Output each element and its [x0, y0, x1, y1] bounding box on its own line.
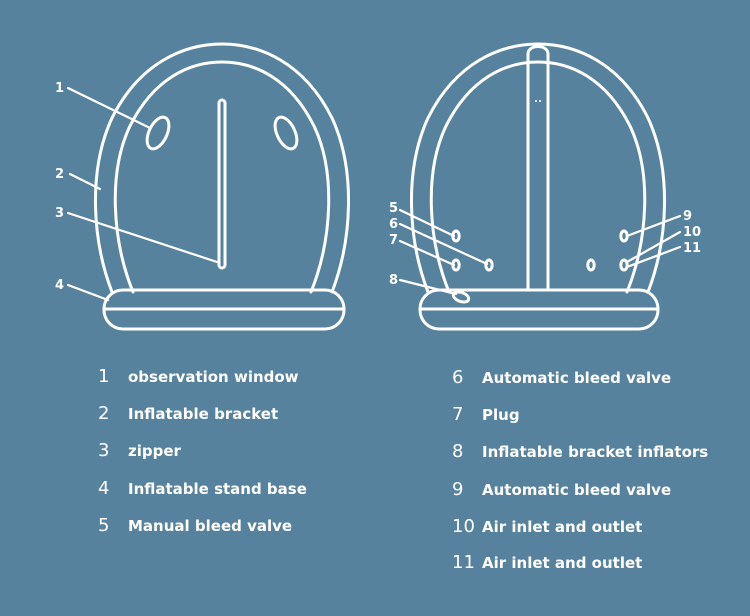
back-valve-auto-bleed-left — [484, 258, 494, 272]
legend-item-7: 7 Plug — [452, 402, 520, 426]
callout-3: 3 — [55, 206, 64, 221]
back-valve-air-inlet-1 — [586, 258, 596, 272]
back-bracket-inflator — [451, 290, 471, 304]
legend-label: Inflatable bracket — [128, 404, 279, 423]
front-view — [94, 42, 350, 331]
legend-label: Manual bleed valve — [128, 516, 293, 535]
legend-number: 1 — [98, 365, 110, 387]
callout-8: 8 — [389, 273, 398, 288]
legend-number: 10 — [452, 515, 475, 537]
callout-2: 2 — [55, 167, 64, 182]
front-outer-bracket — [94, 42, 350, 294]
legend-item-9: 9 Automatic bleed valve — [452, 477, 671, 501]
legend-number: 2 — [98, 402, 110, 424]
legend-item-10: 10 Air inlet and outlet — [452, 514, 642, 538]
legend-label: observation window — [128, 367, 299, 386]
callout-9: 9 — [683, 209, 692, 224]
legend-item-6: 6 Automatic bleed valve — [452, 365, 671, 389]
front-inner-bracket — [113, 60, 331, 294]
callout-4: 4 — [55, 278, 64, 293]
legend-label: Inflatable stand base — [128, 479, 307, 498]
legend-number: 6 — [452, 366, 464, 388]
callout-10: 10 — [683, 225, 701, 240]
legend-label: Automatic bleed valve — [482, 368, 672, 387]
legend-number: 8 — [452, 440, 464, 462]
legend-item-8: 8 Inflatable bracket inflators — [452, 439, 708, 463]
callout-1: 1 — [55, 81, 64, 96]
callouts-back: 5 6 7 8 9 10 11 — [389, 201, 701, 288]
front-observation-window-right — [273, 115, 299, 151]
legend-label: Inflatable bracket inflators — [482, 442, 709, 461]
legend-label: Plug — [482, 405, 520, 424]
callouts-front: 1 2 3 4 — [55, 81, 64, 293]
callout-7: 7 — [389, 233, 398, 248]
front-observation-window-left — [145, 115, 171, 151]
legend-number: 7 — [452, 403, 464, 425]
legend-number: 9 — [452, 478, 464, 500]
front-zipper — [217, 98, 227, 270]
legend-number: 11 — [452, 551, 475, 573]
legend-number: 5 — [98, 514, 110, 536]
legend-item-5: 5 Manual bleed valve — [98, 513, 292, 537]
callout-5: 5 — [389, 201, 398, 216]
back-outer-bracket — [410, 42, 666, 294]
legend-number: 3 — [98, 439, 110, 461]
back-view — [410, 42, 666, 331]
legend-label: Air inlet and outlet — [482, 517, 643, 536]
legend-item-11: 11 Air inlet and outlet — [452, 550, 642, 574]
legend-label: zipper — [128, 441, 181, 460]
legend-label: Automatic bleed valve — [482, 480, 672, 499]
callout-11: 11 — [683, 241, 701, 256]
legend-item-4: 4 Inflatable stand base — [98, 476, 307, 500]
back-center-column — [526, 45, 550, 292]
callout-6: 6 — [389, 217, 398, 232]
legend-item-1: 1 observation window — [98, 364, 299, 388]
back-column-dot-1 — [535, 100, 537, 102]
leader-lines — [66, 86, 682, 302]
back-stand-base — [418, 288, 660, 331]
back-inner-bracket — [429, 60, 647, 294]
legend-number: 4 — [98, 477, 110, 499]
back-valve-air-inlet-2 — [619, 258, 629, 272]
legend-item-2: 2 Inflatable bracket — [98, 401, 278, 425]
legend-item-3: 3 zipper — [98, 438, 181, 462]
back-column-dot-2 — [539, 100, 541, 102]
front-stand-base — [102, 288, 346, 331]
legend-label: Air inlet and outlet — [482, 553, 643, 572]
